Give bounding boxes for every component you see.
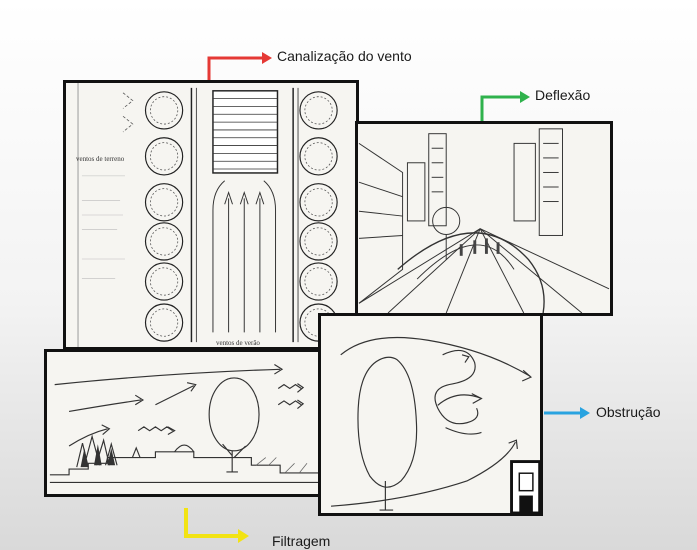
canalizacao-sketch-panel: ventos de terreno ventos de verão [63,80,359,350]
canalizacao-label: Canalização do vento [277,48,412,64]
obstrucao-arrow [544,407,590,419]
deflexao-sketch-panel [355,121,613,316]
canalizacao-sketch [77,83,338,347]
deflexao-arrow [480,91,530,121]
right-tree-row [299,91,338,342]
filtragem-label: Filtragem [272,533,331,549]
filtragem-sketch [49,363,329,484]
obstrucao-sketch [330,336,540,513]
filtragem-arrow [184,508,249,543]
filtragem-sketch-panel [44,349,334,497]
canalizacao-arrow [207,52,272,80]
left-note: ventos de terreno [76,155,125,163]
deflexao-sketch [358,128,610,313]
bottom-note: ventos de verão [216,339,260,347]
channelled-wind-arrows [212,180,277,333]
deflexao-label: Deflexão [535,87,591,103]
obstrucao-sketch-panel [318,313,543,516]
obstrucao-label: Obstrução [596,404,661,420]
left-tree-row [144,91,184,342]
